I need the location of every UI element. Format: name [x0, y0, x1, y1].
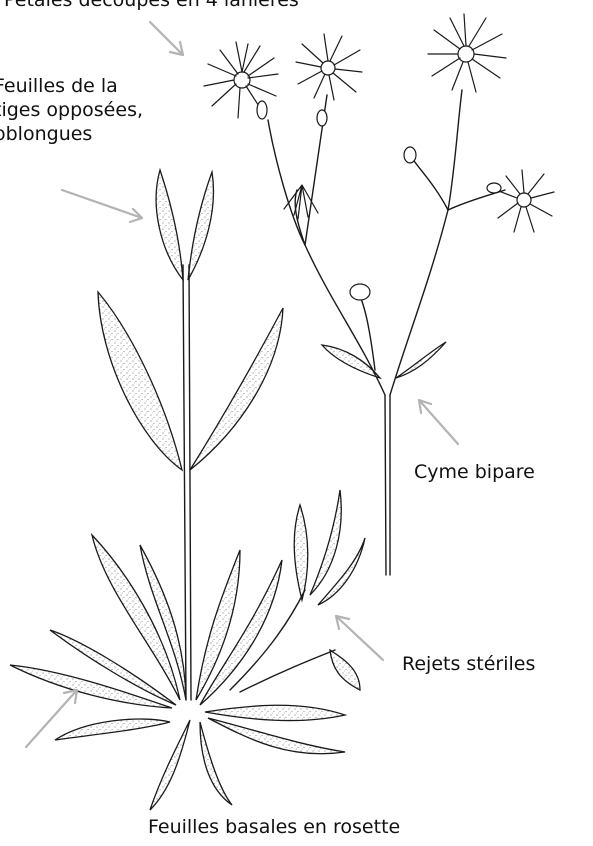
- label-rejets: Rejets stériles: [402, 652, 535, 676]
- leaves: [10, 170, 446, 810]
- label-basales: Feuilles basales en rosette: [148, 815, 400, 839]
- label-feuilles-tige-line-3: oblongues: [0, 122, 143, 146]
- label-feuilles-tige-line-1: Feuilles de la: [0, 74, 143, 98]
- flowers: [204, 14, 554, 300]
- label-cyme: Cyme bipare: [414, 460, 535, 484]
- arrow-cyme: [419, 400, 458, 444]
- arrow-feuilles-tige: [62, 190, 142, 222]
- arrow-rejets: [336, 616, 383, 660]
- label-petales: Pétales découpés en 4 lanières: [4, 0, 299, 12]
- arrow-petales: [150, 22, 183, 55]
- label-feuilles-tige: Feuilles de la tiges opposées, oblongues: [0, 74, 143, 146]
- label-feuilles-tige-line-2: tiges opposées,: [0, 98, 143, 122]
